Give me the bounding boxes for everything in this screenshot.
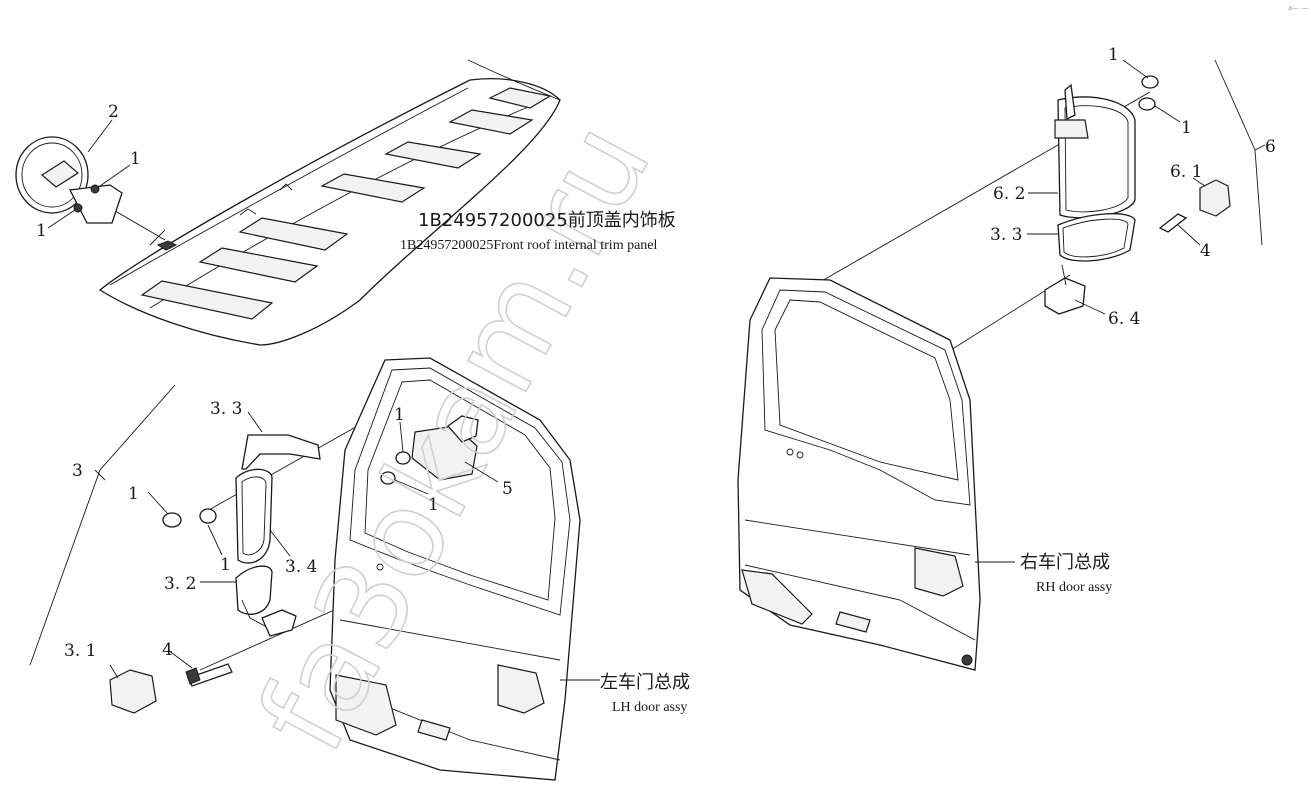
callout-5: 5 — [502, 479, 513, 499]
callout-1-door-lower: 1 — [428, 495, 439, 515]
callout-6-4: 6. 4 — [1108, 309, 1140, 329]
lh-door-caption-cn: 左车门总成 — [600, 672, 690, 693]
rh-door-assembly — [737, 277, 1015, 671]
rh-door-caption-cn: 右车门总成 — [1020, 552, 1110, 573]
callout-4-rh: 4 — [1200, 241, 1211, 261]
callout-6: 6 — [1265, 137, 1276, 157]
callout-3-2: 3. 2 — [164, 574, 196, 594]
callout-1-rh-mid: 1 — [1181, 118, 1192, 138]
lh-door-assembly — [329, 357, 600, 781]
callout-1-roof-bottom: 1 — [36, 221, 47, 241]
rh-door-caption-en: RH door assy — [1036, 580, 1112, 595]
callout-4-lh: 4 — [162, 640, 173, 660]
captions: 1B24957200025前顶盖内饰板 1B24957200025Front r… — [400, 210, 1112, 715]
callout-1-roof-top: 1 — [130, 149, 141, 169]
callout-3-4: 3. 4 — [285, 557, 317, 577]
roof-caption-cn: 1B24957200025前顶盖内饰板 — [418, 210, 676, 231]
callout-2-roof: 2 — [108, 102, 119, 122]
interior-mirror — [15, 136, 123, 224]
callout-3-3-rh: 3. 3 — [990, 225, 1022, 245]
leader-lines — [47, 59, 1206, 679]
rh-mirror-assembly — [779, 59, 1266, 446]
lh-door-caption-en: LH door assy — [612, 700, 687, 715]
roof-caption-en: 1B24957200025Front roof internal trim pa… — [400, 238, 658, 253]
callout-3: 3 — [72, 461, 83, 481]
callout-labels: 2 1 1 1 1 6 6. 1 6. 2 3. 3 4 6. 4 3 3. 3… — [36, 45, 1276, 661]
callout-1-lh-left: 1 — [128, 484, 139, 504]
corner-mark: a— — — [1288, 4, 1309, 12]
callout-1-rh-top: 1 — [1108, 45, 1119, 65]
callout-1-lh-lower: 1 — [220, 555, 231, 575]
callout-6-1: 6. 1 — [1170, 162, 1202, 182]
callout-6-2: 6. 2 — [993, 184, 1025, 204]
callout-1-door-upper: 1 — [394, 405, 405, 425]
callout-3-3-lh: 3. 3 — [210, 399, 242, 419]
lh-mirror-assembly — [29, 384, 431, 714]
front-roof-trim-panel — [98, 59, 561, 346]
callout-3-1: 3. 1 — [64, 641, 96, 661]
